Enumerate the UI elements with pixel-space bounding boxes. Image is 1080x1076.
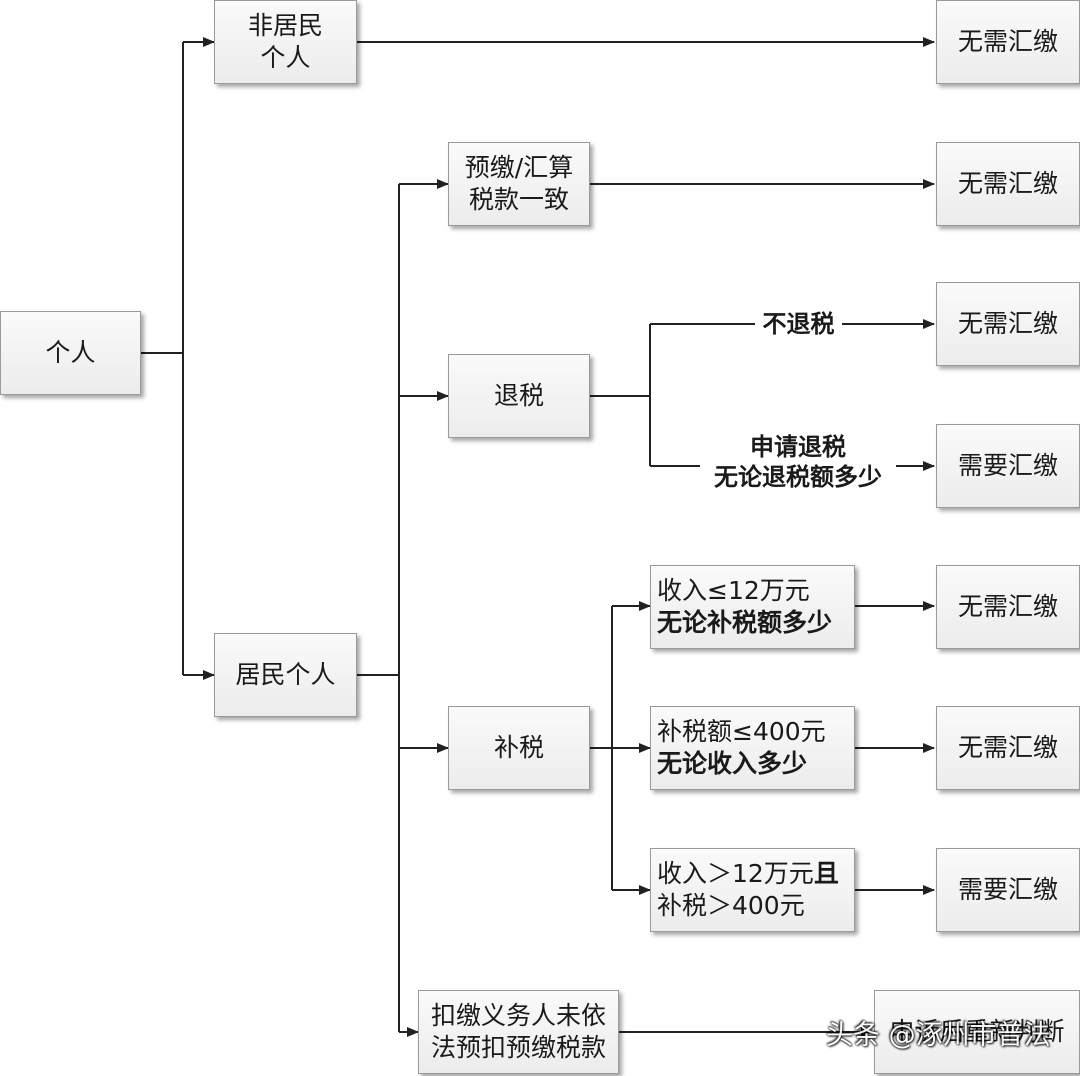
node-nonresident-line1: 非居民 — [247, 11, 323, 40]
node-cond1-line2: 无论补税额多少 — [657, 608, 833, 637]
node-refund: 退税 — [448, 354, 590, 438]
label-no-refund: 不退税 — [762, 310, 835, 338]
node-cond3-line1a: 收入＞12万元 — [657, 859, 814, 888]
result-nonresident-label: 无需汇缴 — [957, 27, 1058, 56]
result-cond1: 无需汇缴 — [936, 565, 1080, 649]
result-apply-refund-label: 需要汇缴 — [957, 451, 1058, 480]
node-cond2: 补税额≤400元 无论收入多少 — [650, 706, 855, 790]
node-withholding-line2: 法预扣预缴税款 — [430, 1033, 606, 1062]
node-cond2-line1: 补税额≤400元 — [657, 717, 826, 746]
watermark: 头条 @涿州市普法 — [826, 1020, 1051, 1051]
node-nonresident-line2: 个人 — [260, 43, 311, 72]
result-cond2-label: 无需汇缴 — [957, 733, 1058, 762]
node-withholding-line1: 扣缴义务人未依 — [430, 1001, 606, 1030]
result-cond3-label: 需要汇缴 — [957, 875, 1058, 904]
result-withholding: 申诉后重新判断 — [874, 990, 1080, 1074]
node-cond3-line1: 收入＞12万元且 — [657, 858, 839, 890]
node-cond1: 收入≤12万元 无论补税额多少 — [650, 565, 855, 649]
result-apply-refund: 需要汇缴 — [936, 424, 1080, 508]
result-no-refund-label: 无需汇缴 — [957, 309, 1058, 338]
node-nonresident: 非居民 个人 — [214, 0, 357, 84]
result-cond3: 需要汇缴 — [936, 848, 1080, 932]
node-individual: 个人 — [0, 311, 141, 395]
result-nonresident: 无需汇缴 — [936, 0, 1080, 84]
label-apply-refund-line1: 申请退税 — [750, 433, 846, 461]
label-apply-refund: 申请退税 无论退税额多少 — [700, 432, 896, 492]
node-supplement-label: 补税 — [493, 733, 544, 762]
node-cond1-line1: 收入≤12万元 — [657, 576, 810, 605]
result-consistent-label: 无需汇缴 — [957, 169, 1058, 198]
node-consistent-line2: 税款一致 — [468, 185, 569, 214]
node-cond2-line2: 无论收入多少 — [657, 749, 808, 778]
label-apply-refund-line2: 无论退税额多少 — [714, 463, 882, 491]
node-cond3: 收入＞12万元且 补税＞400元 — [650, 848, 855, 932]
result-withholding-label: 申诉后重新判断 — [889, 1017, 1065, 1046]
result-no-refund: 无需汇缴 — [936, 282, 1080, 366]
node-withholding: 扣缴义务人未依 法预扣预缴税款 — [418, 990, 619, 1074]
result-cond2: 无需汇缴 — [936, 706, 1080, 790]
node-cond3-line1b: 且 — [813, 859, 839, 888]
node-supplement: 补税 — [448, 706, 590, 790]
node-consistent: 预缴/汇算 税款一致 — [448, 142, 590, 226]
result-cond1-label: 无需汇缴 — [957, 592, 1058, 621]
node-individual-label: 个人 — [45, 338, 96, 367]
node-consistent-line1: 预缴/汇算 — [464, 153, 574, 182]
node-resident-label: 居民个人 — [235, 660, 336, 689]
node-cond3-line2: 补税＞400元 — [657, 891, 805, 920]
node-refund-label: 退税 — [493, 381, 544, 410]
node-resident: 居民个人 — [214, 633, 357, 717]
result-consistent: 无需汇缴 — [936, 142, 1080, 226]
